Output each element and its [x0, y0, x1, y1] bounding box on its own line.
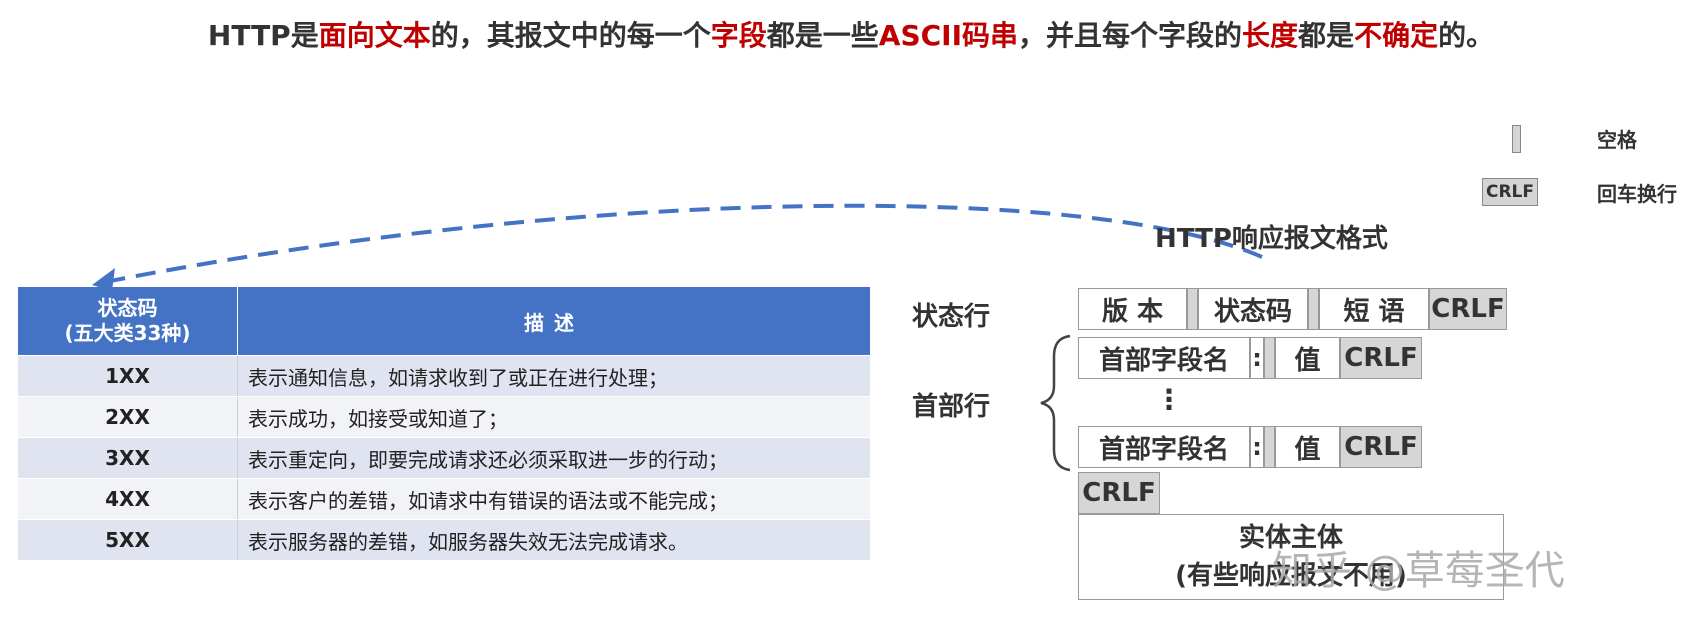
table-row: 1XX 表示通知信息，如请求收到了或正在进行处理；: [18, 355, 870, 396]
legend-space-swatch: [1512, 125, 1521, 153]
arrow-head-icon: [92, 268, 115, 291]
legend-space-label: 空格: [1597, 128, 1637, 152]
status-desc-cell: 表示成功，如接受或知道了；: [237, 397, 870, 437]
ellipsis-icon: ⋮: [1155, 383, 1183, 416]
space-separator: [1264, 337, 1275, 379]
header-line-label: 首部行: [912, 392, 991, 422]
headline: HTTP是面向文本的，其报文中的每一个字段都是一些ASCII码串，并且每个字段的…: [207, 19, 1495, 52]
status-code-cell: 3XX: [105, 446, 150, 470]
header-field-name-box: 首部字段名: [1078, 337, 1250, 379]
brace-icon: [1040, 334, 1071, 472]
header-value-box: 值: [1275, 337, 1340, 379]
dashed-arc: [104, 203, 1263, 284]
header-value-box: 值: [1275, 426, 1340, 468]
status-code-cell: 4XX: [105, 487, 150, 511]
status-code-table: 状态码 (五大类33种) 描述 1XX 表示通知信息，如请求收到了或正在进行处理…: [18, 287, 870, 560]
table-row: 5XX 表示服务器的差错，如服务器失效无法完成请求。: [18, 519, 870, 560]
table-row: 3XX 表示重定向，即要完成请求还必须采取进一步的行动；: [18, 437, 870, 478]
status-code-box: 状态码: [1198, 288, 1308, 330]
format-title: HTTP响应报文格式: [1155, 224, 1388, 254]
table-row: 4XX 表示客户的差错，如请求中有错误的语法或不能完成；: [18, 478, 870, 519]
watermark-text: 知乎 @草莓圣代: [1272, 548, 1565, 594]
header-field-name-box: 首部字段名: [1078, 426, 1250, 468]
table-header-desc: 描述: [524, 310, 584, 335]
status-phrase-box: 短 语: [1319, 288, 1429, 330]
space-separator: [1264, 426, 1275, 468]
status-desc-cell: 表示服务器的差错，如服务器失效无法完成请求。: [237, 520, 870, 560]
legend-crlf-swatch: CRLF: [1482, 178, 1538, 206]
header-colon-box: :: [1250, 337, 1264, 379]
status-desc-cell: 表示客户的差错，如请求中有错误的语法或不能完成；: [237, 479, 870, 519]
table-header-code-line2: (五大类33种): [64, 321, 191, 345]
space-separator: [1187, 288, 1198, 330]
status-code-cell: 1XX: [105, 364, 150, 388]
status-code-cell: 2XX: [105, 405, 150, 429]
status-line-label: 状态行: [912, 302, 991, 332]
status-desc-cell: 表示重定向，即要完成请求还必须采取进一步的行动；: [237, 438, 870, 478]
blank-line-crlf-box: CRLF: [1078, 472, 1160, 514]
status-version-box: 版 本: [1078, 288, 1187, 330]
table-header-row: 状态码 (五大类33种) 描述: [18, 287, 870, 355]
table-header-code: 状态码 (五大类33种): [18, 287, 238, 355]
entity-body-note: (有些响应报文不用): [1175, 561, 1407, 591]
header-colon-box: :: [1250, 426, 1264, 468]
legend-crlf-label: 回车换行: [1597, 182, 1677, 206]
status-code-cell: 5XX: [105, 528, 150, 552]
status-crlf-box: CRLF: [1429, 288, 1507, 330]
header-crlf-box: CRLF: [1340, 337, 1422, 379]
table-header-code-line1: 状态码: [97, 296, 158, 320]
header-crlf-box: CRLF: [1340, 426, 1422, 468]
entity-body-box: 实体主体 (有些响应报文不用): [1078, 514, 1504, 600]
status-desc-cell: 表示通知信息，如请求收到了或正在进行处理；: [237, 356, 870, 396]
entity-body-title: 实体主体: [1238, 523, 1343, 553]
table-row: 2XX 表示成功，如接受或知道了；: [18, 396, 870, 437]
space-separator: [1308, 288, 1319, 330]
